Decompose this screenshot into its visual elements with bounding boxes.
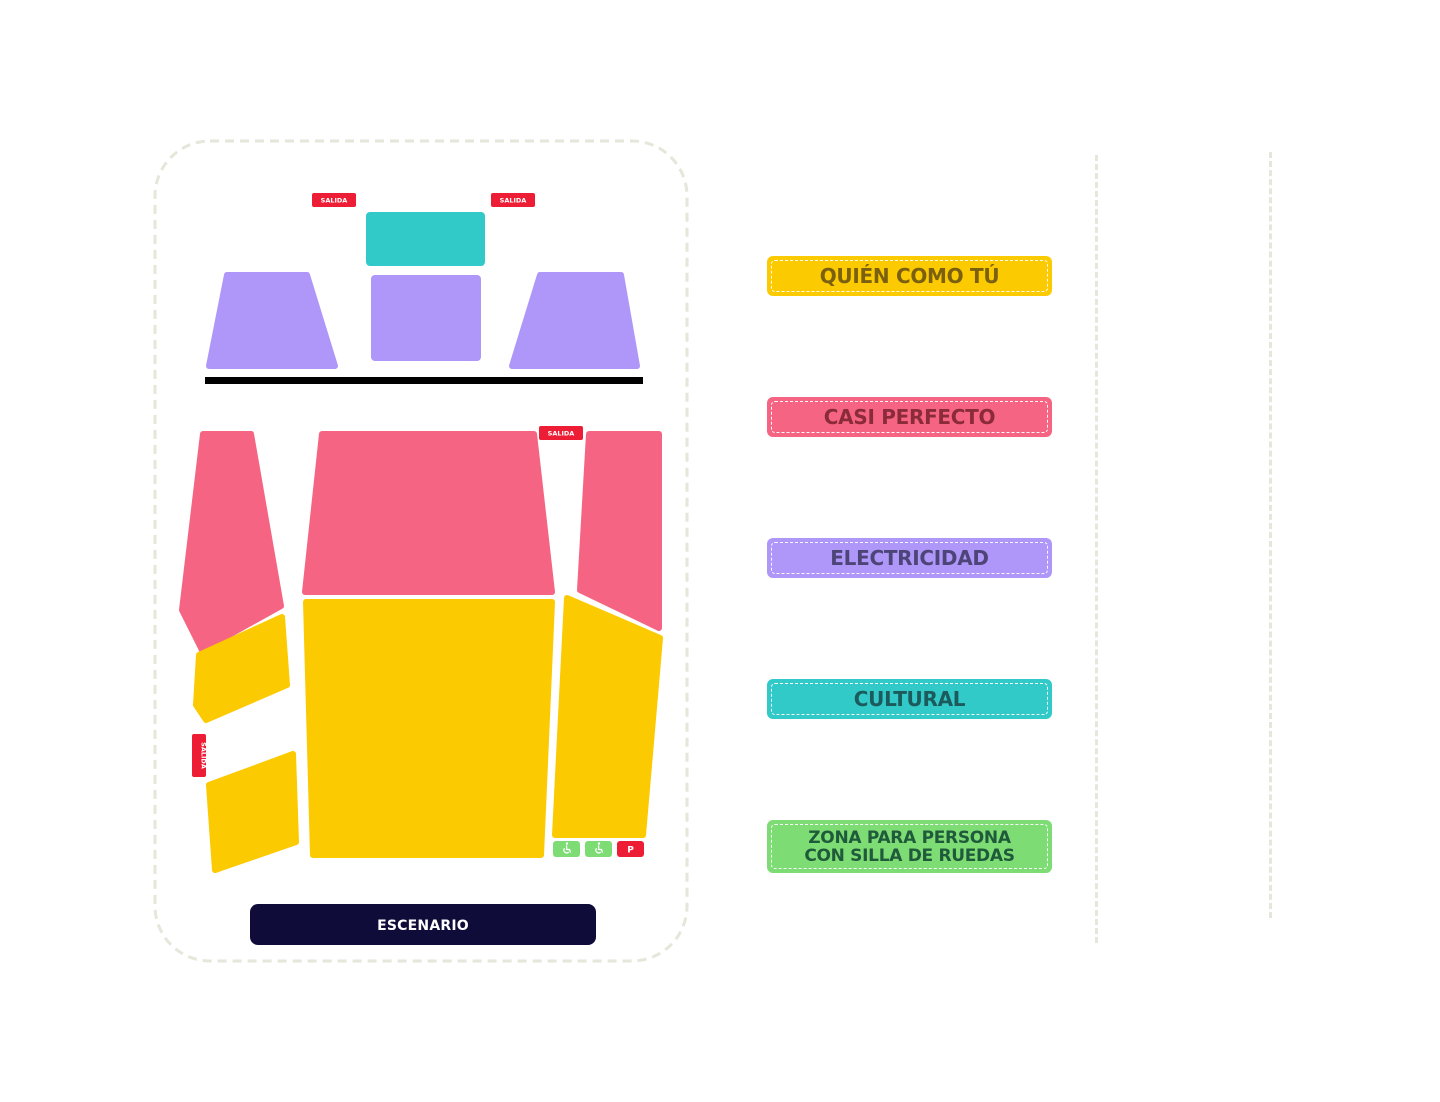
legend-casi-perfecto[interactable]: CASI PERFECTO: [767, 397, 1052, 437]
legend-label: CASI PERFECTO: [823, 405, 996, 429]
wheelchair-icon: [563, 842, 572, 854]
divider-line-right: [1269, 152, 1272, 918]
exit-top-right: SALIDA: [491, 193, 535, 207]
section-cultural[interactable]: [366, 212, 485, 266]
stage: ESCENARIO: [250, 904, 596, 945]
section-electricidad-center[interactable]: [371, 275, 481, 361]
section-quien-como-tu-left-lower[interactable]: [206, 751, 299, 873]
section-quien-como-tu-left-upper[interactable]: [193, 614, 290, 723]
exit-label: SALIDA: [321, 197, 348, 205]
exit-label: SALIDA: [500, 197, 527, 205]
section-quien-como-tu-right[interactable]: [552, 595, 663, 838]
legend-electricidad[interactable]: ELECTRICIDAD: [767, 538, 1052, 578]
legend-cultural[interactable]: CULTURAL: [767, 679, 1052, 719]
exit-left-side: SALIDA: [192, 734, 208, 777]
section-casi-perfecto-right[interactable]: [577, 431, 662, 631]
exit-middle-right: SALIDA: [539, 426, 583, 440]
section-casi-perfecto-left[interactable]: [179, 431, 284, 653]
exit-label: SALIDA: [200, 742, 208, 769]
wheelchair-zone-2[interactable]: [585, 841, 612, 857]
section-electricidad-left[interactable]: [206, 272, 338, 369]
stage-label: ESCENARIO: [377, 918, 469, 934]
parking-badge[interactable]: P: [617, 841, 644, 857]
venue-outline: [153, 139, 689, 963]
section-casi-perfecto-center[interactable]: [302, 431, 555, 595]
wheelchair-zone-1[interactable]: [553, 841, 580, 857]
section-electricidad-right[interactable]: [509, 272, 640, 369]
legend-quien-como-tu[interactable]: QUIÉN COMO TÚ: [767, 256, 1052, 296]
section-quien-como-tu-center[interactable]: [303, 599, 555, 858]
divider-line-left: [1095, 155, 1098, 943]
balcony-divider: [205, 377, 643, 384]
legend-label: QUIÉN COMO TÚ: [819, 264, 1000, 288]
legend-label: ELECTRICIDAD: [830, 546, 989, 570]
wheelchair-icon: [595, 842, 604, 854]
legend-label: CULTURAL: [853, 687, 966, 711]
exit-top-left: SALIDA: [312, 193, 356, 207]
parking-label: P: [627, 846, 634, 856]
exit-label: SALIDA: [548, 430, 575, 438]
